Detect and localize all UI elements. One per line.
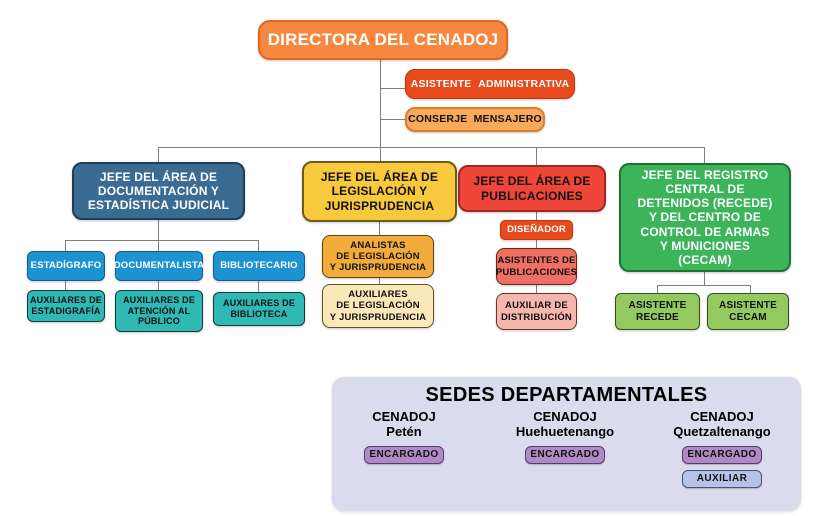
connector-line xyxy=(536,240,537,249)
connector-line xyxy=(536,147,537,166)
sede-org-label: CENADOJ xyxy=(533,409,597,424)
sede-org-label: CENADOJ xyxy=(690,409,754,424)
box-estadigrafo: ESTADÍGRAFO xyxy=(27,251,105,281)
box-jefe-publicaciones: JEFE DEL ÁREA DE PUBLICACIONES xyxy=(458,165,606,212)
box-documentalista: DOCUMENTALISTA xyxy=(114,251,204,281)
connector-line xyxy=(65,280,66,291)
encargado-badge: ENCARGADO xyxy=(682,445,762,464)
box-auxiliares-legislacion: AUXILIARES DE LEGISLACIÓN Y JURISPRUDENC… xyxy=(322,284,434,328)
sede-column-huehuetenango: CENADOJ Huehuetenango ENCARGADO xyxy=(505,409,625,464)
box-jefe-documentacion: JEFE DEL ÁREA DE DOCUMENTACIÓN Y ESTADÍS… xyxy=(72,162,245,220)
encargado-badge: ENCARGADO xyxy=(525,445,605,464)
sedes-title: SEDES DEPARTAMENTALES xyxy=(425,384,708,406)
box-jefe-legislacion: JEFE DEL ÁREA DE LEGISLACIÓN Y JURISPRUD… xyxy=(302,161,457,222)
box-auxiliar-distribucion: AUXILIAR DE DISTRIBUCIÓN xyxy=(496,293,577,330)
box-directora: DIRECTORA DEL CENADOJ xyxy=(258,20,508,60)
connector-line xyxy=(379,278,380,285)
connector-line xyxy=(380,119,405,120)
sede-org-label: CENADOJ xyxy=(372,409,436,424)
sede-city-label: Huehuetenango xyxy=(515,423,615,439)
connector-line xyxy=(258,280,259,293)
sede-city-label: Quetzaltenango xyxy=(673,423,771,439)
connector-line xyxy=(380,88,405,89)
box-bibliotecario: BIBLIOTECARIO xyxy=(213,251,305,281)
connector-line xyxy=(158,240,159,251)
connector-line xyxy=(158,147,159,163)
encargado-badge: ENCARGADO xyxy=(364,445,444,464)
box-analistas-legislacion: ANALISTAS DE LEGISLACIÓN Y JURISPRUDENCI… xyxy=(322,235,434,278)
connector-line xyxy=(380,60,381,161)
connector-line xyxy=(750,285,751,294)
connector-line xyxy=(379,222,380,236)
connector-line xyxy=(704,272,705,286)
box-auxiliares-estadigrafia: AUXILIARES DE ESTADIGRAFÍA xyxy=(27,290,105,322)
connector-line xyxy=(158,219,159,240)
box-disenador: DISEÑADOR xyxy=(500,220,573,240)
box-conserje-mensajero: CONSERJE MENSAJERO xyxy=(405,107,545,132)
connector-line xyxy=(65,240,66,251)
sede-column-peten: CENADOJ Petén ENCARGADO xyxy=(344,409,464,464)
connector-line xyxy=(657,285,751,286)
connector-line xyxy=(536,212,537,221)
box-asistente-cecam: ASISTENTE CECAM xyxy=(707,293,789,330)
box-auxiliares-biblioteca: AUXILIARES DE BIBLIOTECA xyxy=(213,292,305,326)
connector-line xyxy=(657,285,658,294)
box-auxiliares-atencion-publico: AUXILIARES DE ATENCIÓN AL PÚBLICO xyxy=(115,290,203,332)
connector-line xyxy=(158,280,159,291)
sede-city-label: Petén xyxy=(386,423,422,439)
box-asistente-recede: ASISTENTE RECEDE xyxy=(615,293,700,330)
connector-line xyxy=(65,240,259,241)
sedes-panel: SEDES DEPARTAMENTALES CENADOJ Petén ENCA… xyxy=(332,377,801,511)
connector-line xyxy=(704,147,705,164)
box-asistentes-publicaciones: ASISTENTES DE PUBLICACIONES xyxy=(496,248,577,285)
connector-line xyxy=(536,285,537,294)
box-asistente-administrativa: ASISTENTE ADMINISTRATIVA xyxy=(405,69,575,99)
sede-column-quetzaltenango: CENADOJ Quetzaltenango ENCARGADO AUXILIA… xyxy=(662,409,782,488)
connector-line xyxy=(258,240,259,251)
box-jefe-recede-cecam: JEFE DEL REGISTRO CENTRAL DE DETENIDOS (… xyxy=(619,163,791,272)
connector-line xyxy=(158,147,705,148)
auxiliar-badge: AUXILIAR xyxy=(682,469,762,488)
